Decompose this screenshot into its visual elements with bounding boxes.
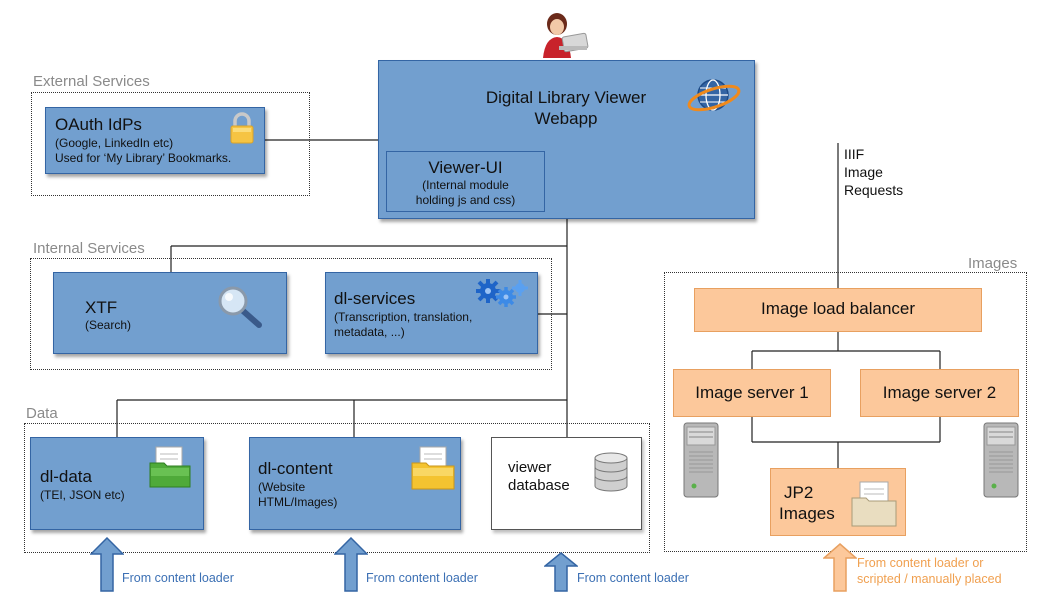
external-services-group <box>31 92 310 196</box>
group-label-images: Images <box>968 255 1018 272</box>
content-loader-caption-1: From content loader <box>122 571 234 585</box>
group-label-internal: Internal Services <box>33 240 145 257</box>
up-arrow-icon <box>89 536 125 592</box>
image-load-balancer-label: Image load balancer <box>760 299 916 318</box>
group-label-data: Data <box>26 405 58 422</box>
up-arrow-icon <box>542 552 580 592</box>
gears-icon <box>474 277 530 309</box>
content-loader-caption-3: From content loader <box>577 571 689 585</box>
oauth-line1: (Google, LinkedIn etc) <box>55 136 174 150</box>
dl-services-box[interactable] <box>325 272 538 354</box>
viewer-ui-box[interactable] <box>386 151 545 212</box>
xtf-sub: (Search) <box>85 318 132 332</box>
dl-data-sub: (TEI, JSON etc) <box>40 488 125 502</box>
xtf-title: XTF <box>85 298 118 317</box>
user-icon <box>537 8 589 58</box>
iiif-label-line1: IIIF <box>844 146 865 162</box>
paper-folder-icon <box>850 480 898 528</box>
oauth-title: OAuth IdPs <box>55 115 142 134</box>
dl-services-title: dl-services <box>334 289 416 308</box>
iiif-label-line3: Requests <box>844 182 904 198</box>
yellow-folder-icon <box>410 445 456 491</box>
green-folder-icon <box>148 445 192 489</box>
globe-icon <box>686 75 742 117</box>
webapp-title-line1: Digital Library Viewer <box>485 88 647 107</box>
jp2-images-line1: JP2 <box>784 483 814 502</box>
oauth-line2: Used for ‘My Library’ Bookmarks. <box>55 151 232 165</box>
dl-services-line1: (Transcription, translation, <box>334 310 473 324</box>
internal-services-group <box>30 258 552 370</box>
viewer-ui-line2: holding js and css) <box>415 193 516 207</box>
image-server-2-label: Image server 2 <box>882 383 997 402</box>
content-loader-caption-2: From content loader <box>366 571 478 585</box>
viewer-ui-line1: (Internal module <box>422 178 509 192</box>
dl-content-line2: HTML/Images) <box>258 495 338 509</box>
jp2-images-line2: Images <box>779 504 835 523</box>
database-icon <box>591 452 631 492</box>
group-label-external: External Services <box>33 73 150 90</box>
up-arrow-icon <box>333 536 369 592</box>
up-arrow-icon <box>822 543 858 592</box>
lock-icon <box>228 111 256 145</box>
webapp-title-line2: Webapp <box>534 109 598 128</box>
jp2-loader-caption-line2: scripted / manually placed <box>857 572 1002 586</box>
image-server-1-box[interactable] <box>673 369 831 417</box>
viewer-ui-title: Viewer-UI <box>428 158 503 177</box>
dl-content-line1: (Website <box>258 480 306 494</box>
dl-content-title: dl-content <box>258 459 333 478</box>
magnifier-icon <box>216 285 264 329</box>
dl-data-title: dl-data <box>40 467 92 486</box>
viewer-database-line1: viewer <box>508 459 552 476</box>
server-icon <box>982 422 1020 498</box>
dl-services-line2: metadata, ...) <box>334 325 405 339</box>
image-load-balancer-box[interactable] <box>694 288 982 332</box>
oauth-idps-box[interactable] <box>45 107 265 174</box>
image-server-1-label: Image server 1 <box>695 383 809 402</box>
iiif-label-line2: Image <box>844 164 883 180</box>
viewer-database-line2: database <box>508 477 570 494</box>
jp2-loader-caption-line1: From content loader or <box>857 556 984 570</box>
server-icon <box>682 422 720 498</box>
image-server-2-box[interactable] <box>860 369 1019 417</box>
